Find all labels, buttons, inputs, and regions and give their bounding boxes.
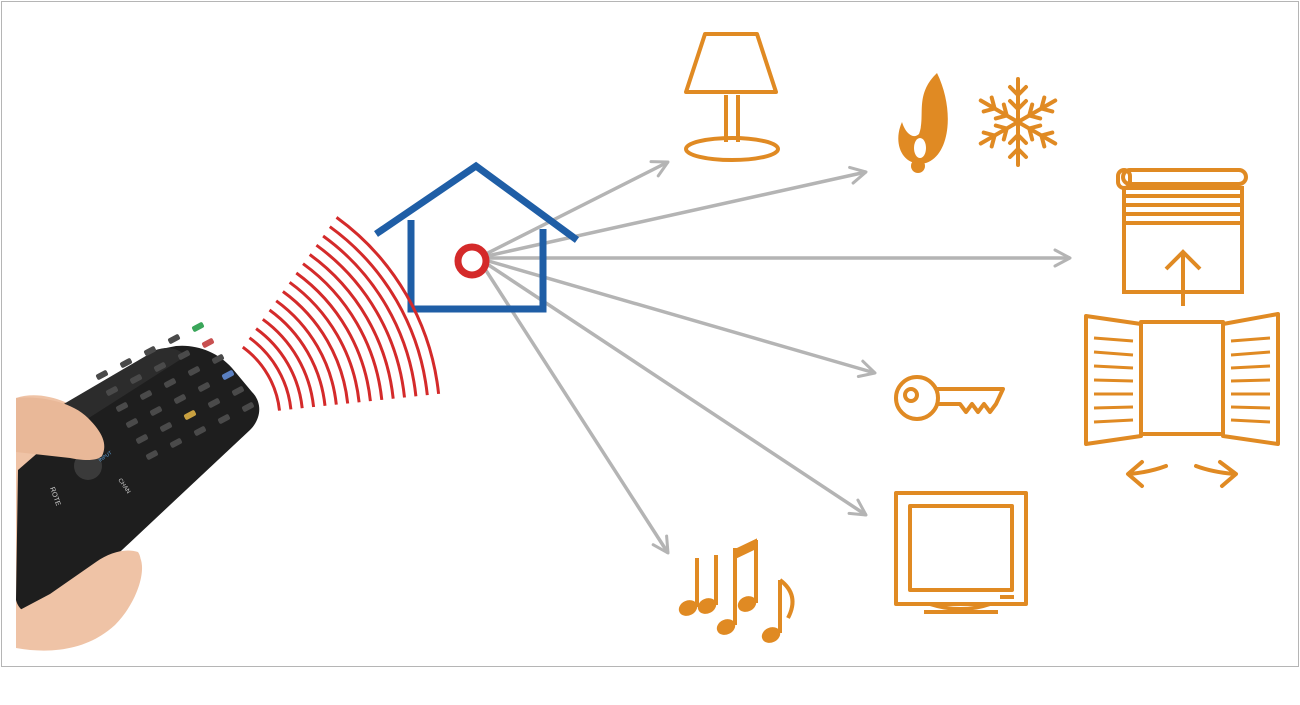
remote-button: [167, 334, 181, 344]
diagram-frame: [1, 1, 1299, 667]
remote-button: [143, 346, 157, 356]
signal-wave-arc: [255, 327, 304, 409]
remote-button: [145, 450, 159, 460]
key-icon: [894, 375, 1005, 421]
remote-button: [105, 386, 119, 396]
remote-button: [169, 438, 183, 448]
signal-wave-arc: [282, 290, 350, 404]
hand-holding-remote: ROTE CHAN INPUT: [16, 322, 260, 651]
remote-button: [135, 434, 149, 444]
signal-wave-arc: [302, 262, 384, 401]
remote-button: [159, 422, 173, 432]
remote-button: [231, 386, 245, 396]
remote-button: [163, 378, 177, 388]
remote-button: [187, 366, 201, 376]
remote-button: [201, 338, 215, 348]
remote-button: [217, 414, 231, 424]
remote-button: [177, 350, 191, 360]
signal-wave-arc: [328, 225, 429, 396]
remote-button: [241, 402, 255, 412]
signal-waves: [241, 216, 441, 411]
signal-wave-arc: [295, 271, 372, 402]
remote-button: [149, 406, 163, 416]
arrow-to-lamp: [477, 160, 670, 260]
signal-wave-arc: [241, 345, 281, 411]
remote-button: [129, 374, 143, 384]
remote-button: [125, 418, 139, 428]
remote-button: [115, 402, 129, 412]
signal-wave-arc: [275, 299, 338, 405]
remote-button: [173, 394, 187, 404]
snowflake-icon: [974, 77, 1062, 167]
remote-button: [139, 390, 153, 400]
remote-control: [16, 345, 260, 616]
remote-button: [193, 426, 207, 436]
signal-wave-arc: [261, 318, 316, 408]
remote-button: [183, 410, 197, 420]
signal-wave-arc: [288, 281, 361, 403]
thumb: [16, 397, 105, 460]
signal-wave-arc: [315, 243, 406, 398]
remote-button: [153, 362, 167, 372]
music-notes-icon: [678, 538, 795, 643]
signal-wave-arc: [308, 253, 395, 399]
house-icon: [374, 161, 580, 313]
signal-wave-arc: [248, 336, 293, 410]
lamp-icon: [684, 32, 780, 162]
remote-button: [95, 370, 109, 380]
remote-button: [119, 358, 133, 368]
remote-button: [221, 370, 235, 380]
remote-button: [197, 382, 211, 392]
window-shutters-icon: [1084, 312, 1280, 488]
signal-wave-arc: [322, 234, 418, 397]
signal-wave-arc: [335, 216, 441, 395]
hub-icon: [454, 243, 490, 279]
tv-icon: [894, 491, 1028, 614]
signal-wave-arc: [268, 308, 327, 406]
roller-blind-icon: [1116, 168, 1248, 306]
remote-button: [207, 398, 221, 408]
remote-button: [191, 322, 205, 332]
flame-icon: [898, 73, 948, 173]
remote-button: [211, 354, 225, 364]
